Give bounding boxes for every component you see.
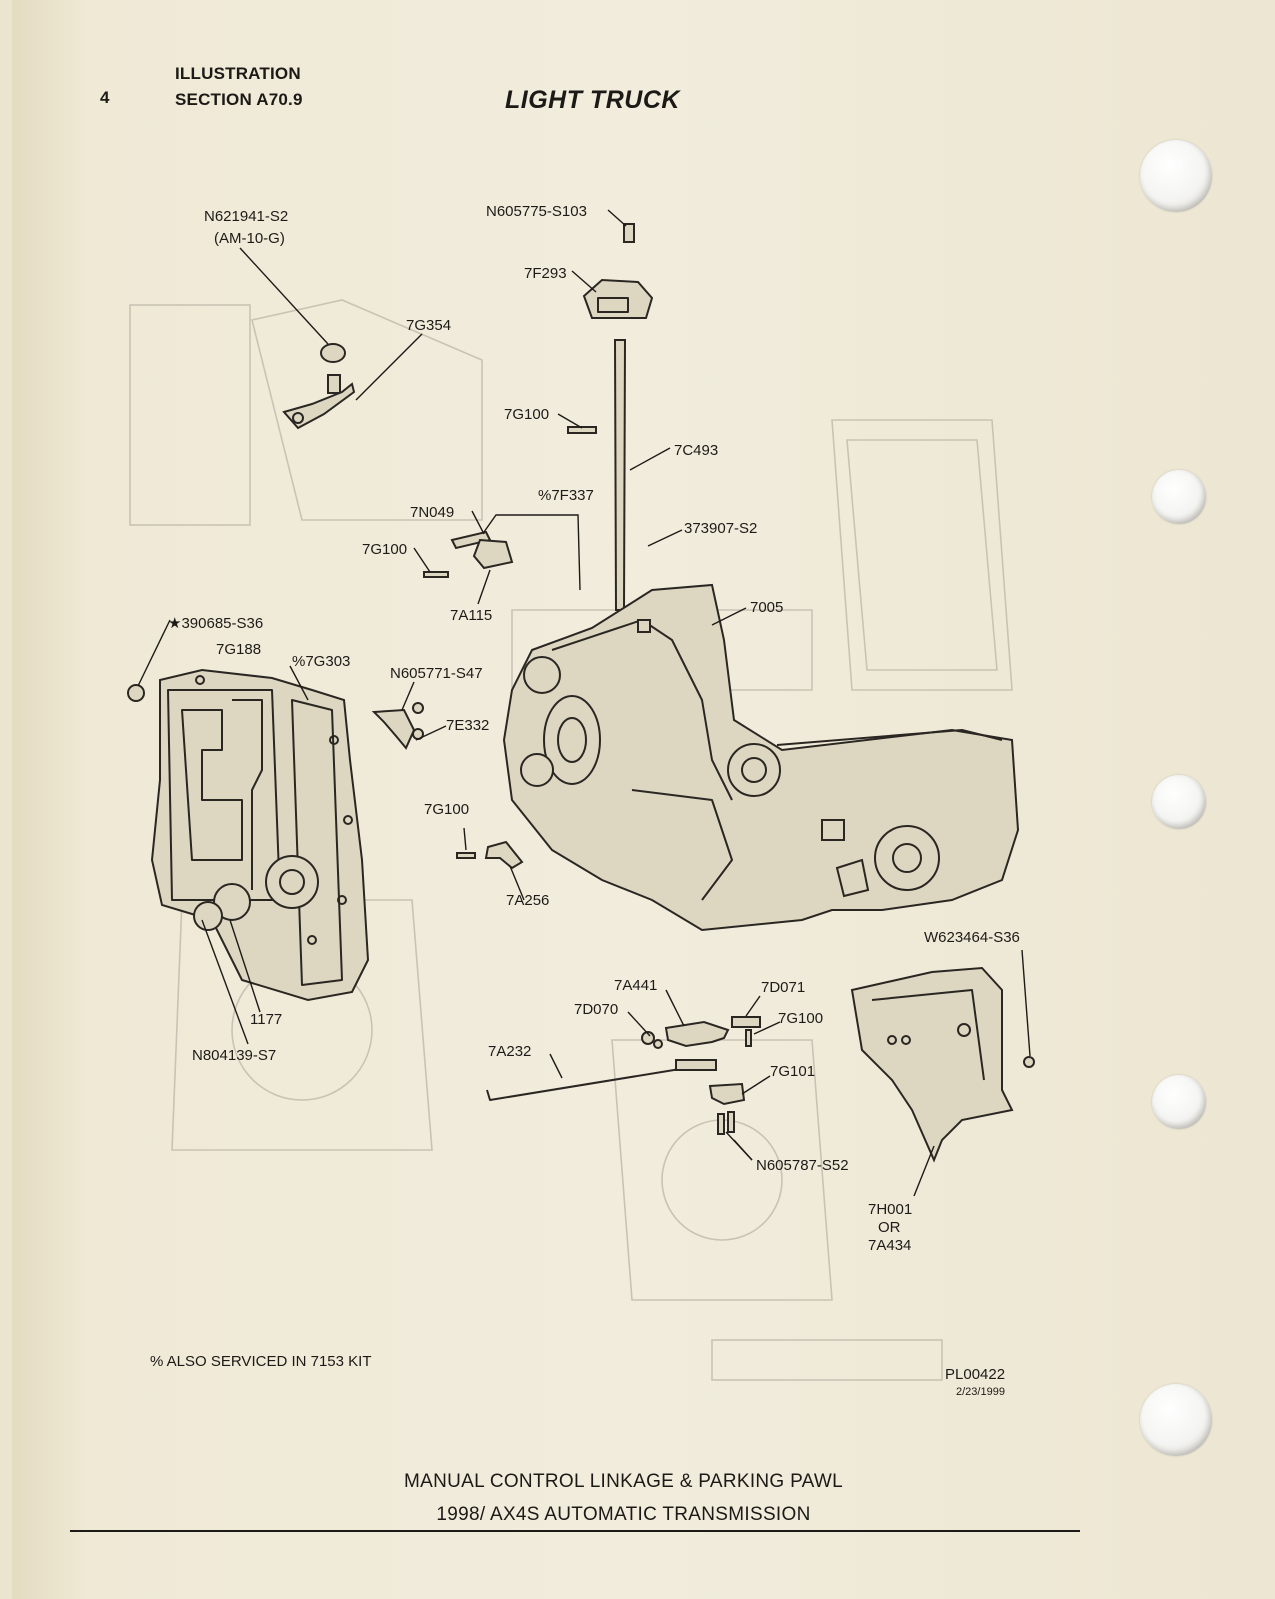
- label-7g100-mid: 7G100: [362, 541, 407, 558]
- label-n605787-s52: N605787-S52: [756, 1157, 849, 1174]
- label-7h001: 7H001: [868, 1201, 912, 1218]
- label-7e332: 7E332: [446, 717, 489, 734]
- label-7005: 7005: [750, 599, 783, 616]
- label-7n049: 7N049: [410, 504, 454, 521]
- label-or: OR: [878, 1219, 901, 1236]
- label-7g303: %7G303: [292, 653, 350, 670]
- illustration-heading: ILLUSTRATION: [175, 64, 301, 83]
- label-am-10-g: (AM-10-G): [214, 230, 285, 247]
- label-7a434: 7A434: [868, 1237, 911, 1254]
- binder-hole: [1152, 470, 1206, 524]
- label-n804139-s7: N804139-S7: [192, 1047, 276, 1064]
- label-7g100-lower: 7G100: [778, 1010, 823, 1027]
- figure-caption-line-2: 1998/ AX4S AUTOMATIC TRANSMISSION: [436, 1504, 811, 1525]
- manual-page: 4 ILLUSTRATION SECTION A70.9 LIGHT TRUCK: [12, 0, 1275, 1599]
- page-number: 4: [100, 88, 110, 107]
- label-390685-s36: ★390685-S36: [168, 615, 263, 632]
- bracket-7g101: [708, 1082, 746, 1135]
- spring-7a256: [456, 840, 524, 870]
- section-heading: SECTION A70.9: [175, 90, 303, 109]
- footnote: % ALSO SERVICED IN 7153 KIT: [150, 1353, 372, 1370]
- label-7d070: 7D070: [574, 1001, 618, 1018]
- label-7d071: 7D071: [761, 979, 805, 996]
- detent-7a115: [423, 514, 581, 591]
- label-n605775-s103: N605775-S103: [486, 203, 587, 220]
- lever-7e332: [371, 702, 424, 750]
- binder-hole: [1152, 1075, 1206, 1129]
- label-n605771-s47: N605771-S47: [390, 665, 483, 682]
- plate-id: PL00422: [945, 1366, 1006, 1383]
- switch-7f293: [582, 223, 654, 319]
- bottom-rule: [70, 1530, 1080, 1532]
- label-7a232: 7A232: [488, 1043, 531, 1060]
- exploded-parts-diagram: N621941-S2 (AM-10-G) 7G354 N605775-S103 …: [127, 203, 1035, 1381]
- plate-date: 2/23/1999: [956, 1386, 1005, 1398]
- binder-hole: [1152, 775, 1206, 829]
- cover-7h001: [850, 966, 1035, 1163]
- transmission-case-7005: [502, 583, 1020, 932]
- binder-hole: [1140, 1384, 1212, 1456]
- valve-body-bolts: [195, 675, 353, 945]
- label-7g100-top: 7G100: [504, 406, 549, 423]
- binder-hole: [1140, 140, 1212, 212]
- callout-labels: N621941-S2 (AM-10-G) 7G354 N605775-S103 …: [168, 203, 1020, 1254]
- label-1177: 1177: [250, 1011, 282, 1028]
- label-7g354: 7G354: [406, 317, 451, 334]
- page-title: LIGHT TRUCK: [505, 86, 680, 114]
- park-linkage: [641, 1016, 761, 1049]
- rod-7a232: [486, 1059, 717, 1101]
- label-7c493: 7C493: [674, 442, 718, 459]
- label-7a115: 7A115: [450, 607, 492, 624]
- label-7g188: 7G188: [216, 641, 261, 658]
- leader-lines: [137, 209, 1031, 1197]
- figure-caption-line-1: MANUAL CONTROL LINKAGE & PARKING PAWL: [403, 1471, 844, 1492]
- label-373907-s2: 373907-S2: [684, 520, 757, 537]
- label-w623464-s36: W623464-S36: [924, 929, 1020, 946]
- label-7f337: %7F337: [538, 487, 594, 504]
- label-7a256: 7A256: [506, 892, 549, 909]
- label-7g100-left: 7G100: [424, 801, 469, 818]
- label-7f293: 7F293: [524, 265, 567, 282]
- bracket-7g354: [282, 343, 356, 430]
- valve-body: [127, 668, 370, 1002]
- label-n621941-s2: N621941-S2: [204, 208, 288, 225]
- label-7g101: 7G101: [770, 1063, 815, 1080]
- shaft-7c493: [567, 339, 627, 611]
- label-7a441: 7A441: [614, 977, 657, 994]
